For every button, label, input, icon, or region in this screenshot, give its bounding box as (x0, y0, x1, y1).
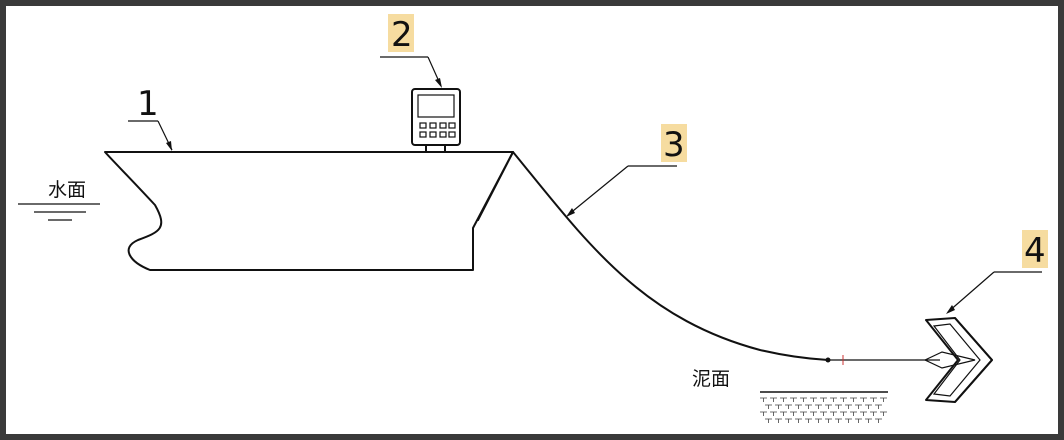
mud-hatch-mark (790, 411, 797, 416)
mud-hatch-mark (865, 404, 872, 409)
mud-hatch-mark (810, 411, 817, 416)
callout-3-label: 3 (663, 125, 685, 165)
mud-hatch-mark (770, 397, 777, 402)
mud-hatch-mark (870, 397, 877, 402)
callout-2-label: 2 (391, 15, 413, 55)
mud-hatch-mark (875, 418, 882, 423)
mud-hatch-mark (825, 418, 832, 423)
mud-hatch-mark (830, 397, 837, 402)
mud-hatch-mark (845, 418, 852, 423)
callout-2-highlight (388, 14, 414, 52)
mud-surface-hatch (760, 391, 888, 423)
mud-hatch-mark (765, 404, 772, 409)
mud-hatch-mark (785, 418, 792, 423)
mud-hatch-mark (840, 411, 847, 416)
mud-hatch-mark (835, 418, 842, 423)
mud-hatch-mark (820, 397, 827, 402)
mud-hatch-mark (805, 418, 812, 423)
mud-hatch-mark (855, 404, 862, 409)
mud-hatch-mark (790, 397, 797, 402)
mud-hatch-mark (780, 397, 787, 402)
mud-hatch-mark (850, 411, 857, 416)
chain-shackle (825, 357, 831, 363)
mud-hatch-mark (785, 404, 792, 409)
mud-hatch-mark (825, 404, 832, 409)
mud-hatch-mark (880, 411, 887, 416)
mud-hatch-mark (835, 404, 842, 409)
mud-hatch-mark (860, 397, 867, 402)
mud-hatch-mark (770, 411, 777, 416)
mud-hatch-mark (795, 418, 802, 423)
mud-hatch-mark (855, 418, 862, 423)
ship-bow-inner-line (477, 151, 514, 221)
mud-hatch-mark (865, 418, 872, 423)
anchor (923, 317, 993, 403)
callout-3-highlight (661, 124, 687, 162)
control-unit-buttons (419, 122, 456, 138)
control-unit (411, 88, 461, 153)
diagram-frame (6, 6, 1058, 434)
ship-hull (104, 151, 514, 271)
mud-hatch-mark (845, 404, 852, 409)
mud-hatch-mark (820, 411, 827, 416)
mud-hatch-mark (850, 397, 857, 402)
mud-hatch-mark (870, 411, 877, 416)
mud-hatch-mark (860, 411, 867, 416)
callout-4-highlight (1022, 230, 1048, 268)
callout-4-arrow (947, 271, 995, 313)
mud-hatch-mark (760, 411, 767, 416)
mud-hatch-mark (880, 397, 887, 402)
water-surface-label: 水面 (48, 179, 86, 201)
mud-hatch-mark (840, 397, 847, 402)
mud-hatch-mark (780, 411, 787, 416)
mud-hatch-mark (760, 397, 767, 402)
water-surface-symbol (18, 203, 100, 221)
mud-hatch-mark (775, 404, 782, 409)
mud-hatch-mark (800, 397, 807, 402)
mud-hatch-mark (875, 404, 882, 409)
mud-hatch-mark (815, 404, 822, 409)
mud-hatch-mark (795, 404, 802, 409)
callout-4-label: 4 (1024, 231, 1046, 271)
mud-surface-label: 泥面 (692, 368, 730, 390)
mud-hatch-mark (765, 418, 772, 423)
mud-hatch-mark (800, 411, 807, 416)
mud-hatch-mark (810, 397, 817, 402)
mud-hatch-mark (830, 411, 837, 416)
mud-hatch-mark (775, 418, 782, 423)
mud-hatch-mark (805, 404, 812, 409)
anchor-chain (512, 151, 829, 361)
callout-3-arrow (567, 165, 629, 216)
mud-hatch-mark (815, 418, 822, 423)
callout-1-label: 1 (137, 84, 159, 124)
